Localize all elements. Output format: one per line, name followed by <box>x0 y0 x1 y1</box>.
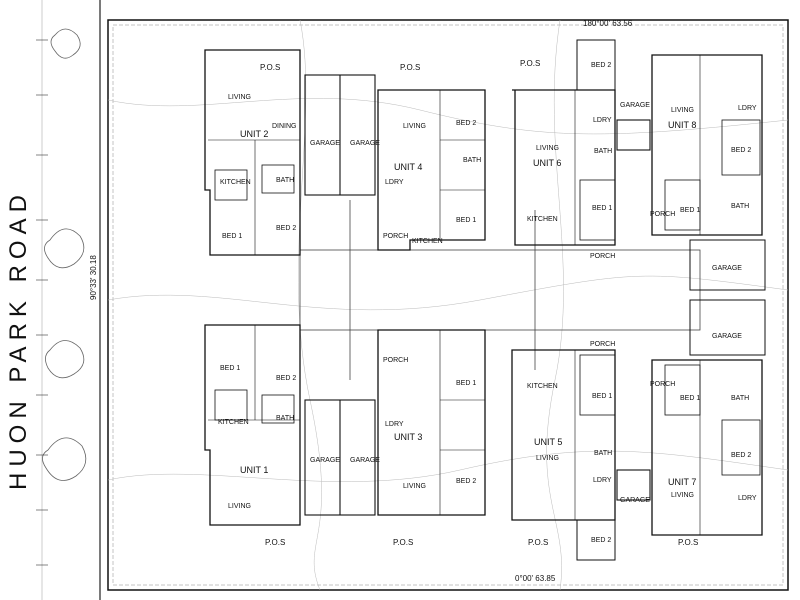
pos-label: P.O.S <box>265 538 285 547</box>
svg-text:LIVING: LIVING <box>403 483 426 490</box>
svg-text:BED 1: BED 1 <box>456 380 476 387</box>
svg-text:BED 2: BED 2 <box>591 537 611 544</box>
svg-text:PORCH: PORCH <box>590 341 615 348</box>
garage-block-left <box>304 74 376 516</box>
svg-text:BATH: BATH <box>594 148 612 155</box>
svg-text:PORCH: PORCH <box>383 233 408 240</box>
svg-text:KITCHEN: KITCHEN <box>527 383 558 390</box>
unit-1-label: UNIT 1 <box>240 465 268 475</box>
svg-text:LDRY: LDRY <box>385 179 404 186</box>
svg-text:LIVING: LIVING <box>536 455 559 462</box>
svg-text:LIVING: LIVING <box>403 123 426 130</box>
svg-text:BATH: BATH <box>594 450 612 457</box>
svg-text:LDRY: LDRY <box>738 495 757 502</box>
svg-text:BED 1: BED 1 <box>592 205 612 212</box>
svg-text:LIVING: LIVING <box>536 145 559 152</box>
garage-label: GARAGE <box>712 333 742 340</box>
svg-text:BED 1: BED 1 <box>680 395 700 402</box>
unit-3-label: UNIT 3 <box>394 432 422 442</box>
svg-text:BED 2: BED 2 <box>276 225 296 232</box>
unit-5-label: UNIT 5 <box>534 437 562 447</box>
svg-text:BED 2: BED 2 <box>591 62 611 69</box>
garage-label: GARAGE <box>620 497 650 504</box>
svg-text:BED 2: BED 2 <box>276 375 296 382</box>
garage-label: GARAGE <box>350 140 380 147</box>
unit-6-label: UNIT 6 <box>533 158 561 168</box>
plan-labels: 180°00' 63.56 0°00' 63.85 90°33' 30.18 U… <box>89 19 757 583</box>
road-name: HUON PARK ROAD <box>8 189 32 490</box>
unit-2 <box>204 49 301 256</box>
svg-text:LDRY: LDRY <box>593 477 612 484</box>
svg-text:HUON PARK ROAD: HUON PARK ROAD <box>8 189 32 490</box>
unit-4 <box>377 89 486 251</box>
svg-text:BED 1: BED 1 <box>220 365 240 372</box>
svg-text:KITCHEN: KITCHEN <box>220 179 251 186</box>
svg-text:BATH: BATH <box>276 177 294 184</box>
bearing-bottom: 0°00' 63.85 <box>515 574 556 583</box>
unit-1 <box>204 324 301 526</box>
svg-text:LIVING: LIVING <box>228 94 251 101</box>
garage-block-right <box>616 119 651 501</box>
pos-label: P.O.S <box>260 63 280 72</box>
svg-text:BATH: BATH <box>731 395 749 402</box>
unit-5 <box>511 349 616 561</box>
svg-text:KITCHEN: KITCHEN <box>412 238 443 245</box>
bearing-top: 180°00' 63.56 <box>583 19 633 28</box>
site-boundary <box>107 19 789 591</box>
svg-text:BED 1: BED 1 <box>592 393 612 400</box>
svg-text:PORCH: PORCH <box>383 357 408 364</box>
garage-label: GARAGE <box>310 140 340 147</box>
svg-text:BATH: BATH <box>276 415 294 422</box>
pos-label: P.O.S <box>393 538 413 547</box>
svg-text:PORCH: PORCH <box>650 381 675 388</box>
unit-4-label: UNIT 4 <box>394 162 422 172</box>
svg-text:KITCHEN: KITCHEN <box>527 216 558 223</box>
svg-text:LIVING: LIVING <box>228 503 251 510</box>
svg-text:BED 1: BED 1 <box>680 207 700 214</box>
pos-label: P.O.S <box>400 63 420 72</box>
unit-2-label: UNIT 2 <box>240 129 268 139</box>
svg-text:BED 1: BED 1 <box>456 217 476 224</box>
tree-symbols <box>42 28 87 481</box>
garage-label: GARAGE <box>620 102 650 109</box>
bearing-left: 90°33' 30.18 <box>89 255 98 300</box>
svg-text:LDRY: LDRY <box>738 105 757 112</box>
svg-text:BED 2: BED 2 <box>731 147 751 154</box>
driveway <box>299 249 701 331</box>
unit-3 <box>377 329 486 516</box>
svg-text:BED 2: BED 2 <box>731 452 751 459</box>
svg-text:PORCH: PORCH <box>590 253 615 260</box>
margin-ticks <box>36 39 48 566</box>
unit-8-label: UNIT 8 <box>668 120 696 130</box>
svg-text:BED 2: BED 2 <box>456 478 476 485</box>
unit-8 <box>651 54 766 291</box>
svg-text:LIVING: LIVING <box>671 492 694 499</box>
unit-6 <box>512 39 616 246</box>
svg-text:BATH: BATH <box>463 157 481 164</box>
svg-text:LIVING: LIVING <box>671 107 694 114</box>
pos-label: P.O.S <box>520 59 540 68</box>
svg-text:BED 2: BED 2 <box>456 120 476 127</box>
svg-text:BATH: BATH <box>731 203 749 210</box>
svg-text:KITCHEN: KITCHEN <box>218 419 249 426</box>
svg-text:LDRY: LDRY <box>593 117 612 124</box>
unit-7-label: UNIT 7 <box>668 477 696 487</box>
garage-label: GARAGE <box>350 457 380 464</box>
pos-label: P.O.S <box>528 538 548 547</box>
garage-label: GARAGE <box>712 265 742 272</box>
garage-label: GARAGE <box>310 457 340 464</box>
pos-label: P.O.S <box>678 538 698 547</box>
svg-text:DINING: DINING <box>272 123 297 130</box>
svg-text:LDRY: LDRY <box>385 421 404 428</box>
svg-text:PORCH: PORCH <box>650 211 675 218</box>
unit-7 <box>651 299 766 536</box>
svg-text:BED 1: BED 1 <box>222 233 242 240</box>
